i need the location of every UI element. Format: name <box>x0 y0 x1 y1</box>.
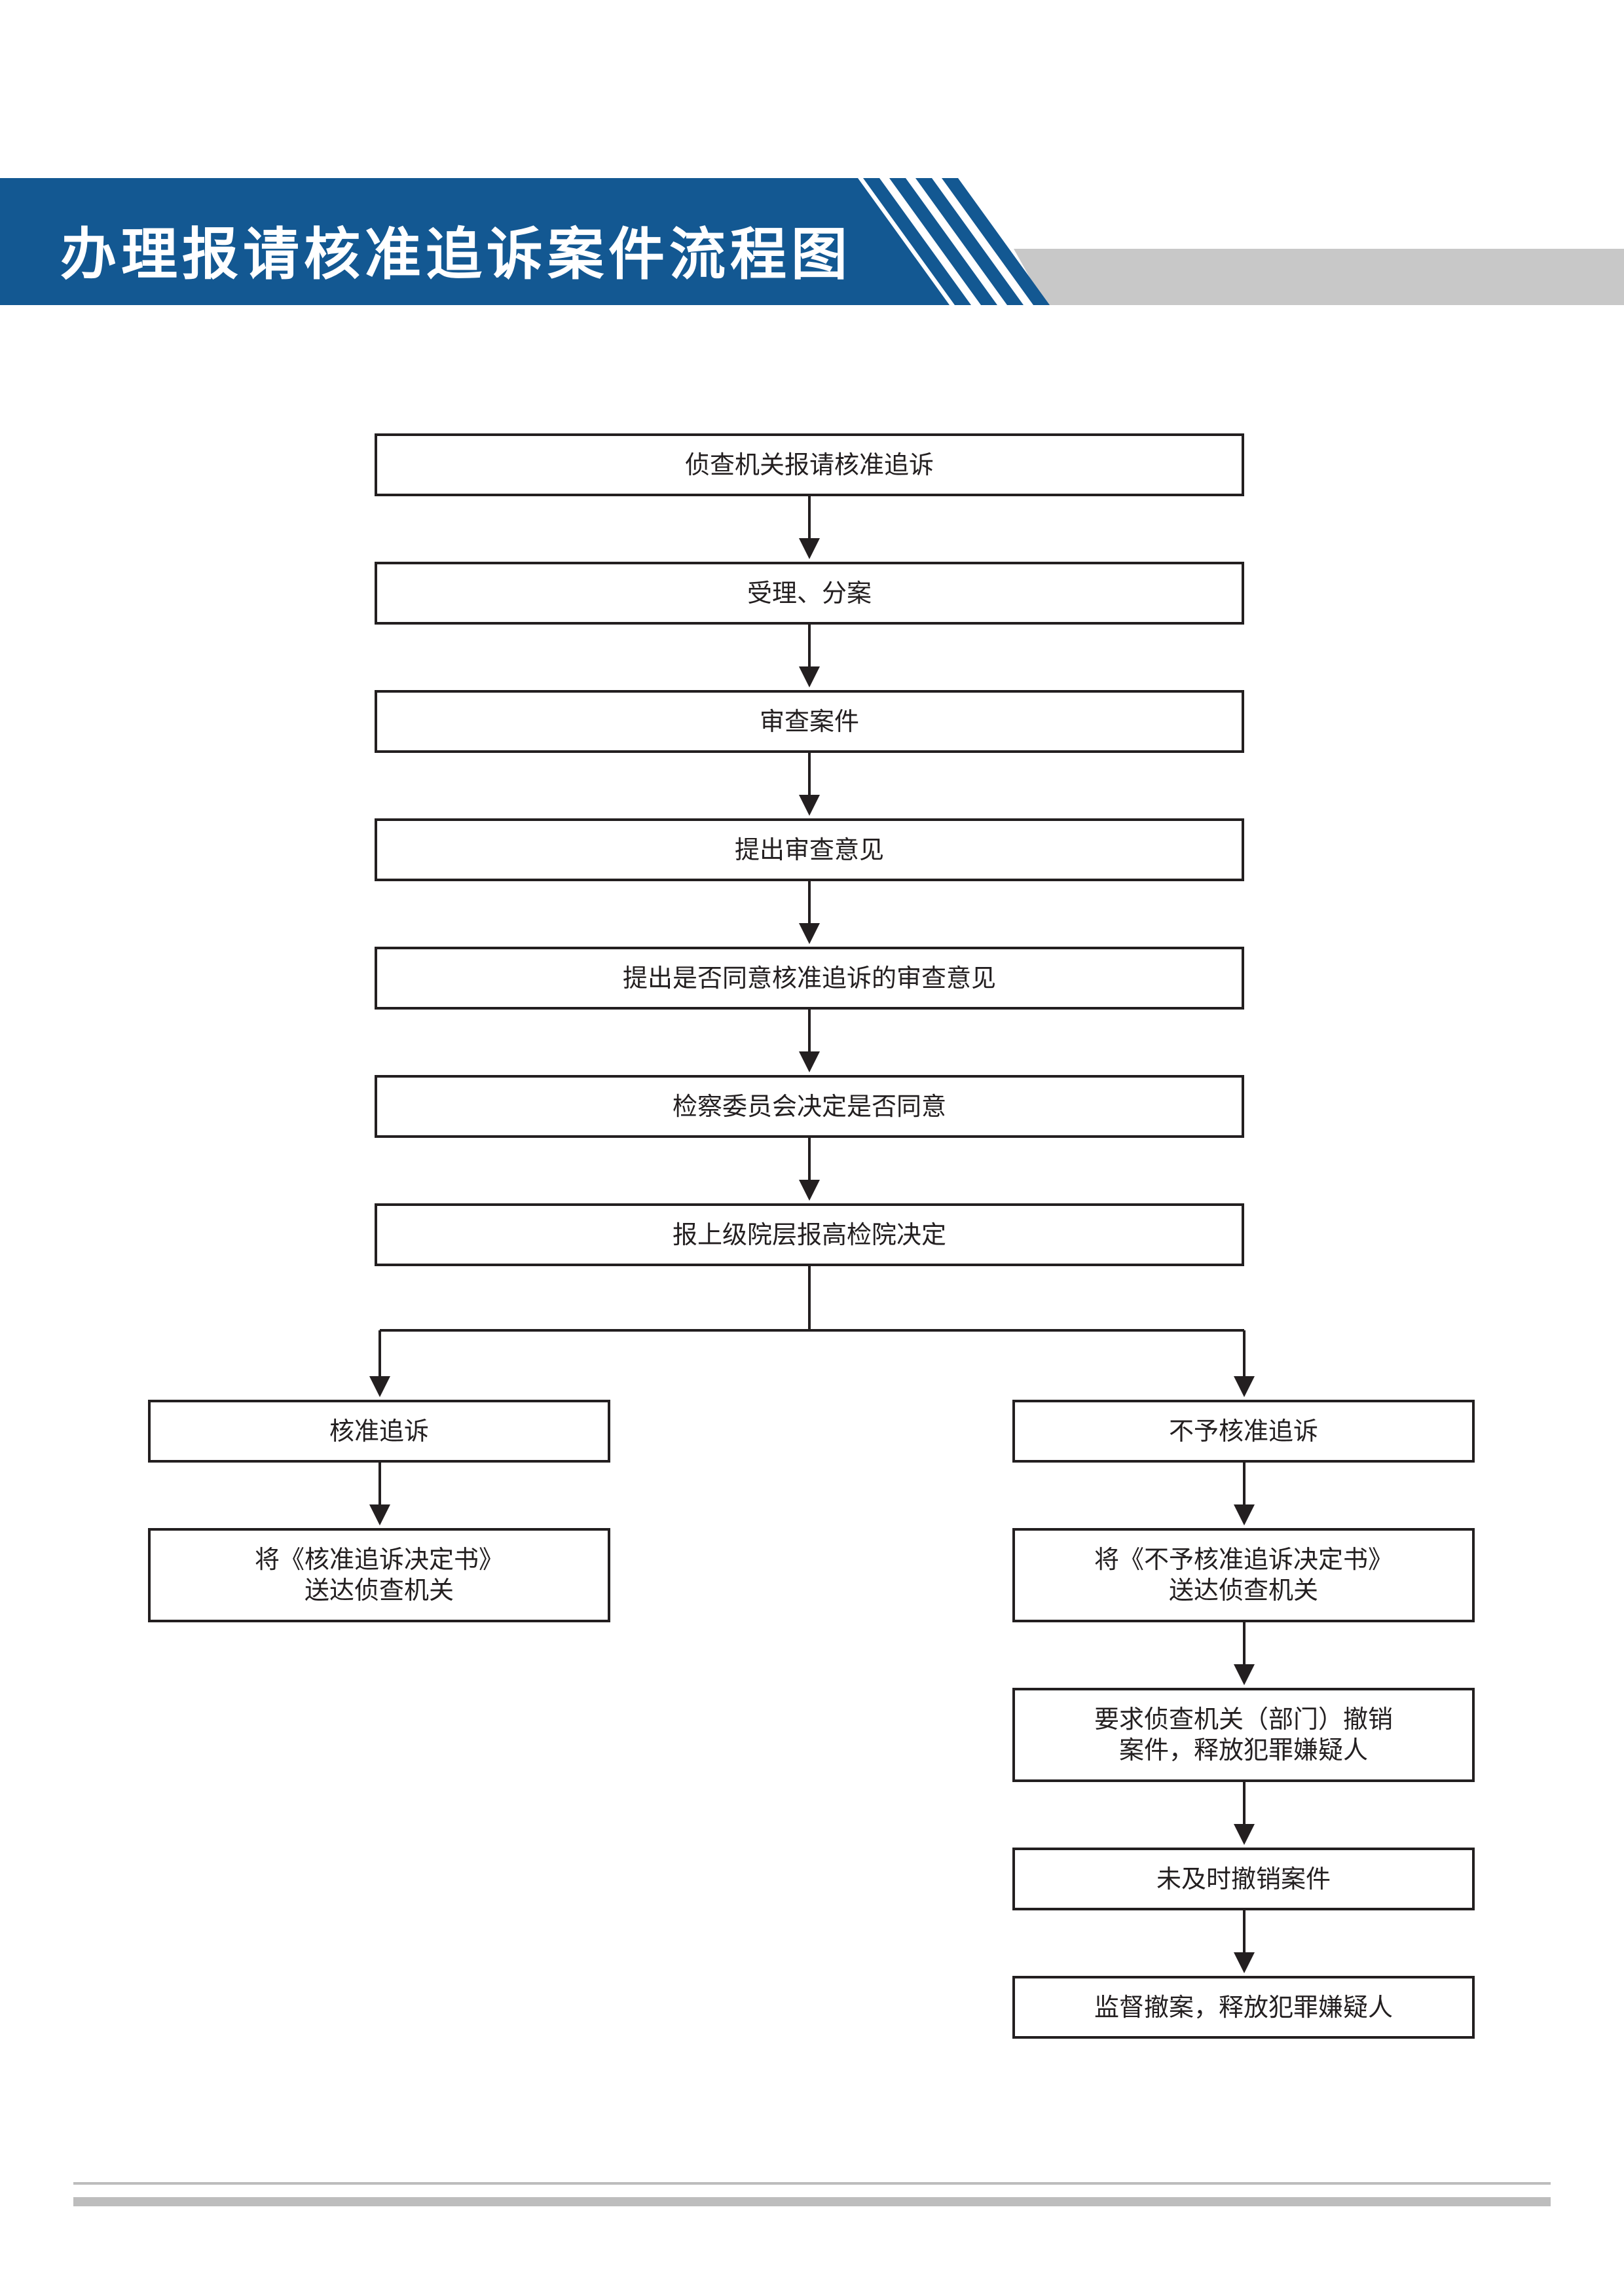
node-label: 要求侦查机关（部门）撤销 案件，释放犯罪嫌疑人 <box>1094 1705 1393 1764</box>
node-label: 不予核准追诉 <box>1168 1416 1318 1446</box>
node-label: 提出是否同意核准追诉的审查意见 <box>622 963 996 993</box>
node-reject-prosecution: 不予核准追诉 <box>1012 1400 1475 1463</box>
node-label: 未及时撤销案件 <box>1156 1864 1331 1893</box>
node-report-request: 侦查机关报请核准追诉 <box>375 433 1244 496</box>
header-banner <box>0 178 1624 305</box>
node-label: 核准追诉 <box>329 1416 429 1446</box>
title-bar <box>0 178 950 305</box>
node-review-case: 审查案件 <box>375 690 1244 753</box>
node-label: 将《不予核准追诉决定书》 送达侦查机关 <box>1094 1545 1393 1605</box>
node-label: 提出审查意见 <box>734 835 884 864</box>
node-label: 检察委员会决定是否同意 <box>672 1091 946 1121</box>
node-approve-prosecution: 核准追诉 <box>148 1400 610 1463</box>
node-deliver-rejection: 将《不予核准追诉决定书》 送达侦查机关 <box>1012 1528 1475 1622</box>
node-label: 将《核准追诉决定书》 送达侦查机关 <box>254 1545 504 1605</box>
node-label: 审查案件 <box>759 706 859 736</box>
diagonal-stripes <box>863 178 1050 305</box>
gray-stripe <box>1014 249 1624 305</box>
node-label: 侦查机关报请核准追诉 <box>684 450 934 479</box>
node-label: 监督撤案，释放犯罪嫌疑人 <box>1094 1992 1393 2022</box>
node-approval-opinion: 提出是否同意核准追诉的审查意见 <box>375 947 1244 1010</box>
node-request-revoke: 要求侦查机关（部门）撤销 案件，释放犯罪嫌疑人 <box>1012 1688 1475 1782</box>
node-supervise-revoke: 监督撤案，释放犯罪嫌疑人 <box>1012 1976 1475 2039</box>
node-label: 报上级院层报高检院决定 <box>672 1220 946 1249</box>
node-committee-decision: 检察委员会决定是否同意 <box>375 1075 1244 1138</box>
page-title: 办理报请核准追诉案件流程图 <box>60 222 852 287</box>
node-label: 受理、分案 <box>747 578 872 608</box>
node-review-opinion: 提出审查意见 <box>375 818 1244 881</box>
node-deliver-approval: 将《核准追诉决定书》 送达侦查机关 <box>148 1528 610 1622</box>
node-escalate-decision: 报上级院层报高检院决定 <box>375 1203 1244 1266</box>
node-not-revoked: 未及时撤销案件 <box>1012 1848 1475 1910</box>
node-accept-assign: 受理、分案 <box>375 562 1244 625</box>
